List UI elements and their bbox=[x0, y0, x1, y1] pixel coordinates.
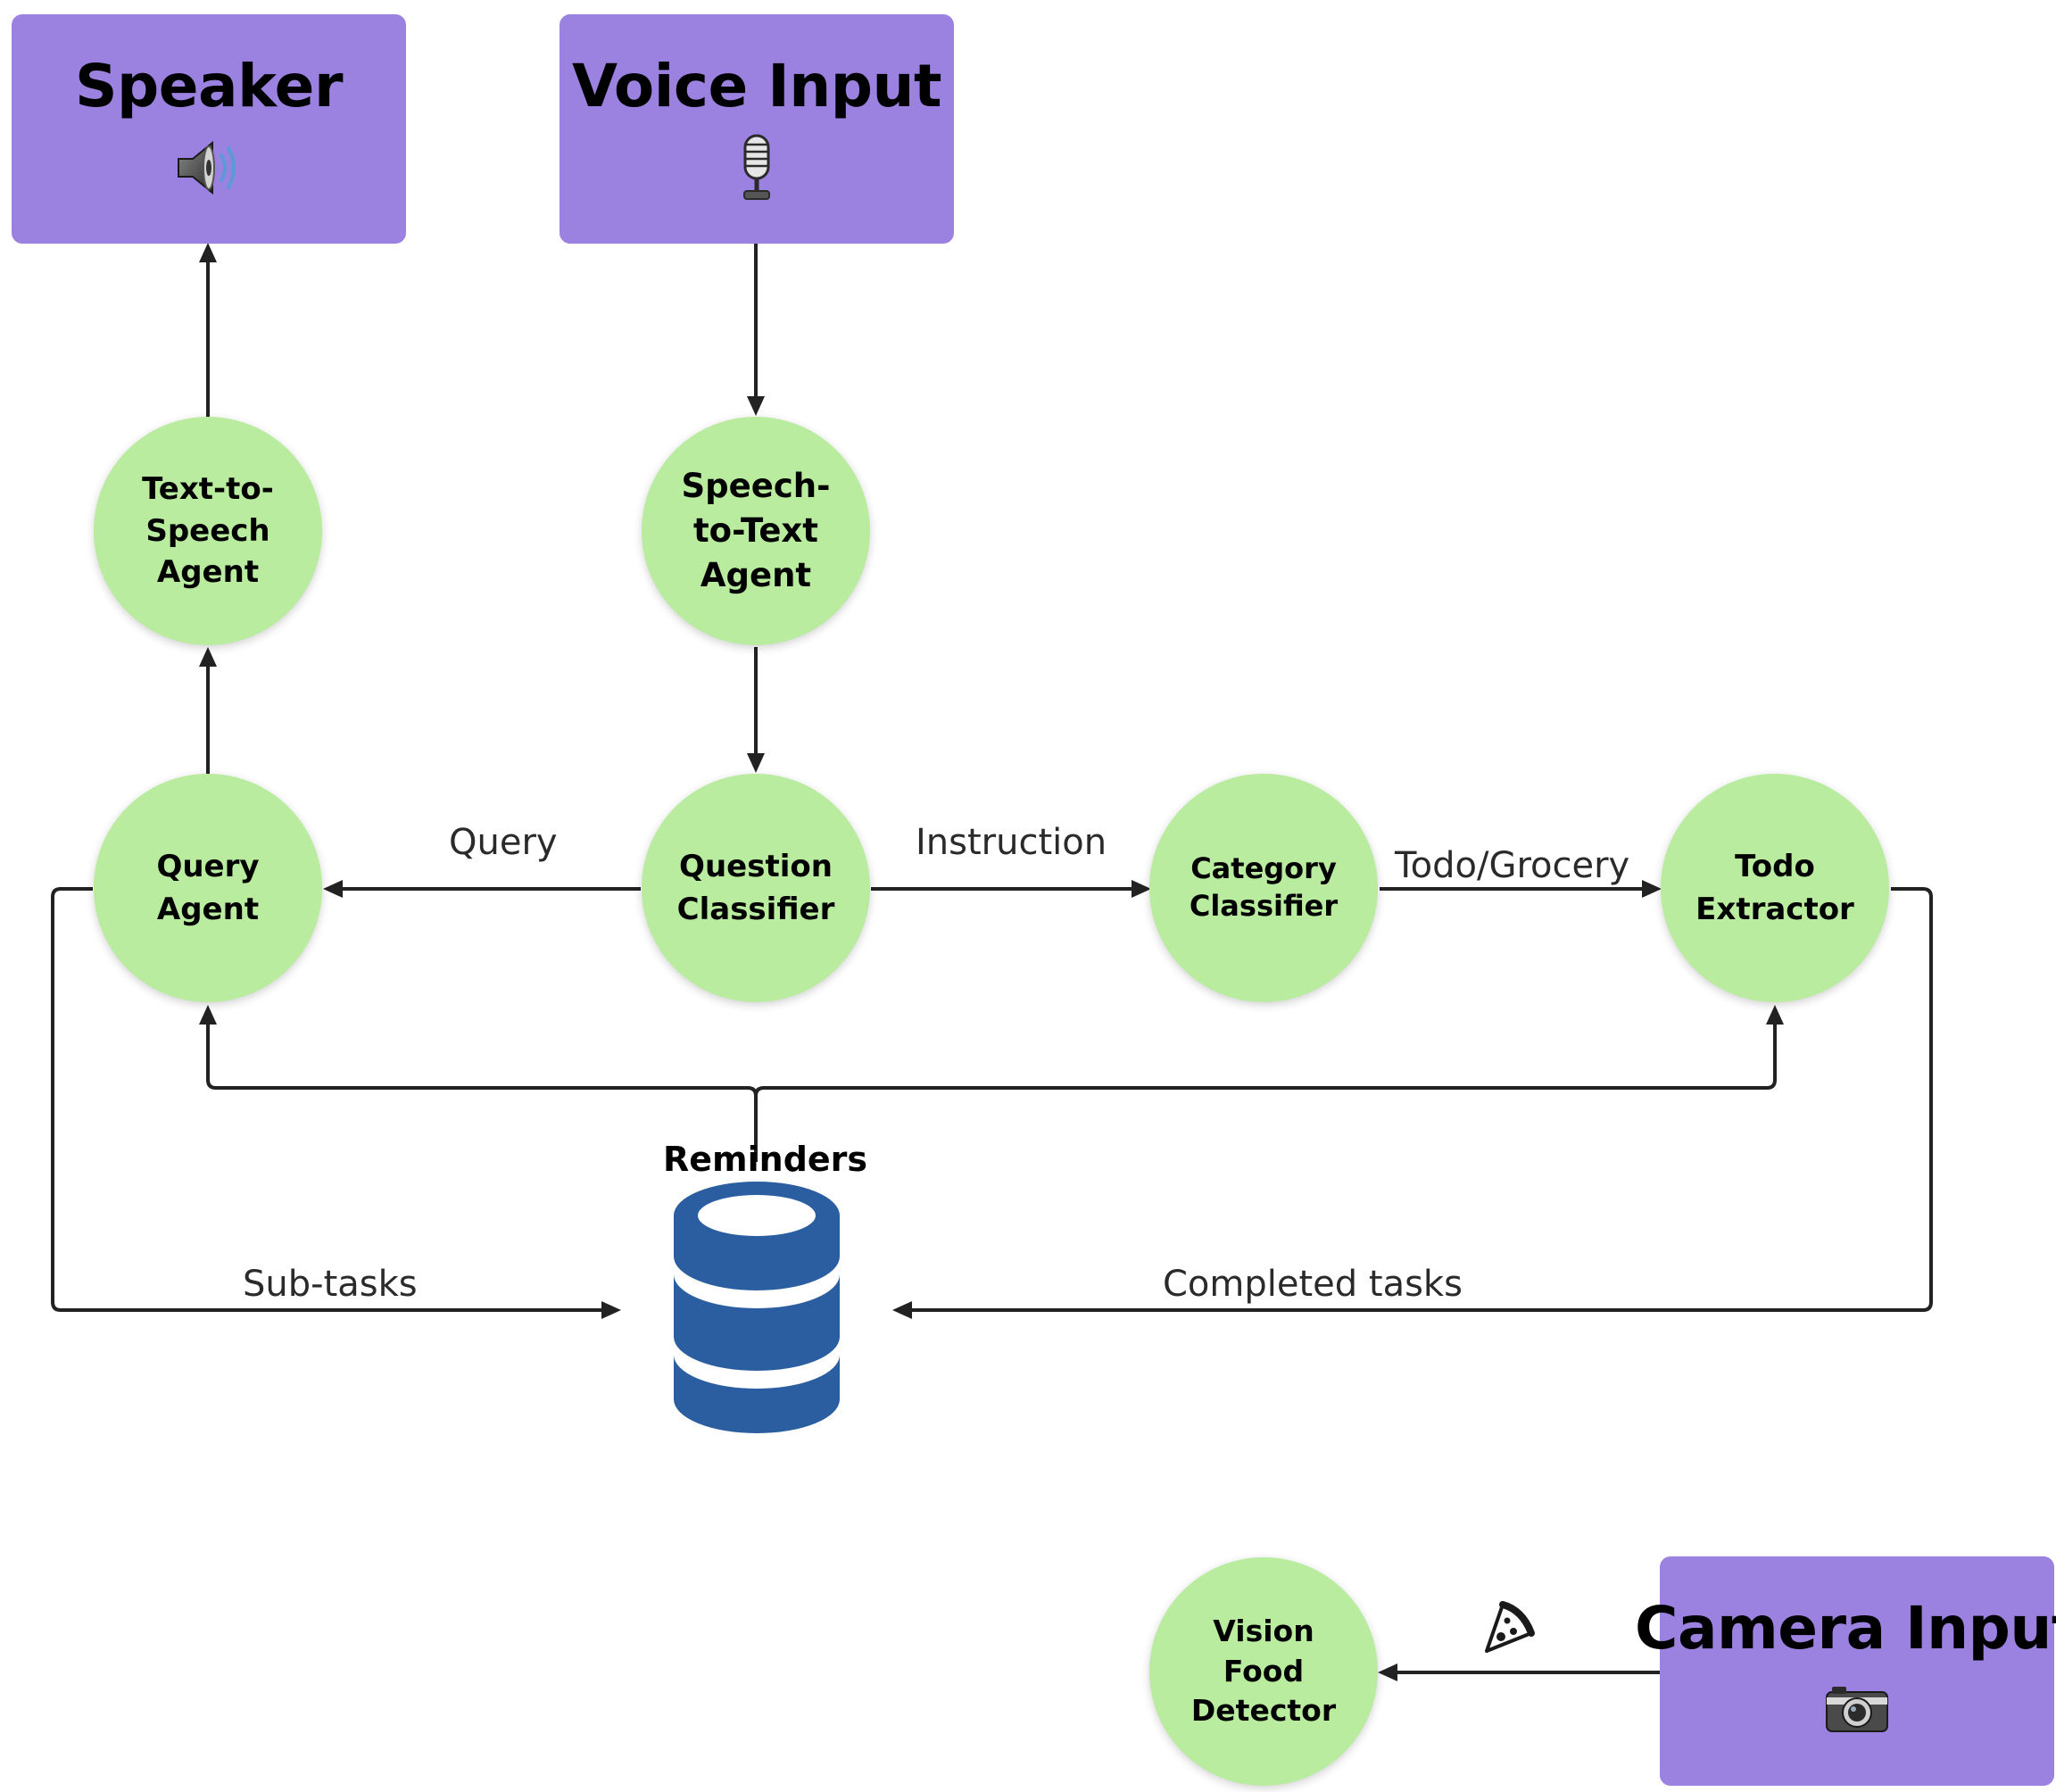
agent-label: Text-to- Speech Agent bbox=[142, 470, 274, 591]
database-icon bbox=[674, 1182, 840, 1433]
camera-input-title: Camera Input bbox=[1635, 1594, 2056, 1663]
edge-label-todo-grocery: Todo/Grocery bbox=[1395, 845, 1630, 886]
edge-reminders-to-agents bbox=[206, 1023, 1777, 1162]
reminders-label: Reminders bbox=[663, 1140, 868, 1179]
pizza-icon bbox=[1485, 1601, 1535, 1653]
arrowhead bbox=[199, 1005, 217, 1025]
edge-completed bbox=[910, 887, 1933, 1312]
arrowhead bbox=[747, 396, 765, 416]
speech-to-text-agent: Speech- to-Text Agent bbox=[642, 417, 870, 645]
text-to-speech-agent: Text-to- Speech Agent bbox=[94, 417, 322, 645]
query-agent: Query Agent bbox=[94, 774, 322, 1002]
agent-label: Query Agent bbox=[156, 848, 260, 927]
voice-input-title: Voice Input bbox=[571, 52, 942, 120]
microphone-icon bbox=[743, 134, 770, 200]
question-classifier: Question Classifier bbox=[642, 774, 870, 1002]
edge-label-sub-tasks: Sub-tasks bbox=[243, 1264, 418, 1305]
agent-label: Vision Food Detector bbox=[1190, 1613, 1337, 1729]
speaker-box: Speaker bbox=[12, 14, 406, 244]
arrowhead bbox=[199, 243, 217, 262]
edge-label-instruction: Instruction bbox=[916, 822, 1107, 863]
edge-subtasks bbox=[51, 887, 607, 1312]
camera-icon bbox=[1826, 1687, 1888, 1732]
arrowhead bbox=[601, 1301, 621, 1319]
edge-label-completed-tasks: Completed tasks bbox=[1163, 1264, 1463, 1305]
vision-food-detector: Vision Food Detector bbox=[1149, 1557, 1378, 1786]
category-classifier: Category Classifier bbox=[1149, 774, 1378, 1002]
arrowhead bbox=[323, 880, 343, 898]
arrowhead bbox=[1378, 1663, 1397, 1681]
agent-label: Speech- to-Text Agent bbox=[681, 467, 831, 594]
arrowhead bbox=[199, 647, 217, 667]
agent-label: Todo Extractor bbox=[1695, 848, 1854, 927]
edge-label-query: Query bbox=[449, 822, 558, 863]
voice-input-box: Voice Input bbox=[560, 14, 954, 244]
arrowhead bbox=[1642, 880, 1662, 898]
arrowhead bbox=[1132, 880, 1151, 898]
agent-label: Question Classifier bbox=[676, 848, 835, 927]
arrowhead bbox=[747, 753, 765, 773]
speaker-title: Speaker bbox=[74, 52, 344, 120]
agent-label: Category Classifier bbox=[1189, 851, 1339, 923]
arrowhead bbox=[892, 1301, 912, 1319]
todo-extractor: Todo Extractor bbox=[1661, 774, 1889, 1002]
arrowhead bbox=[1766, 1005, 1784, 1025]
camera-input-box: Camera Input bbox=[1635, 1556, 2056, 1786]
speaker-icon bbox=[178, 140, 236, 195]
